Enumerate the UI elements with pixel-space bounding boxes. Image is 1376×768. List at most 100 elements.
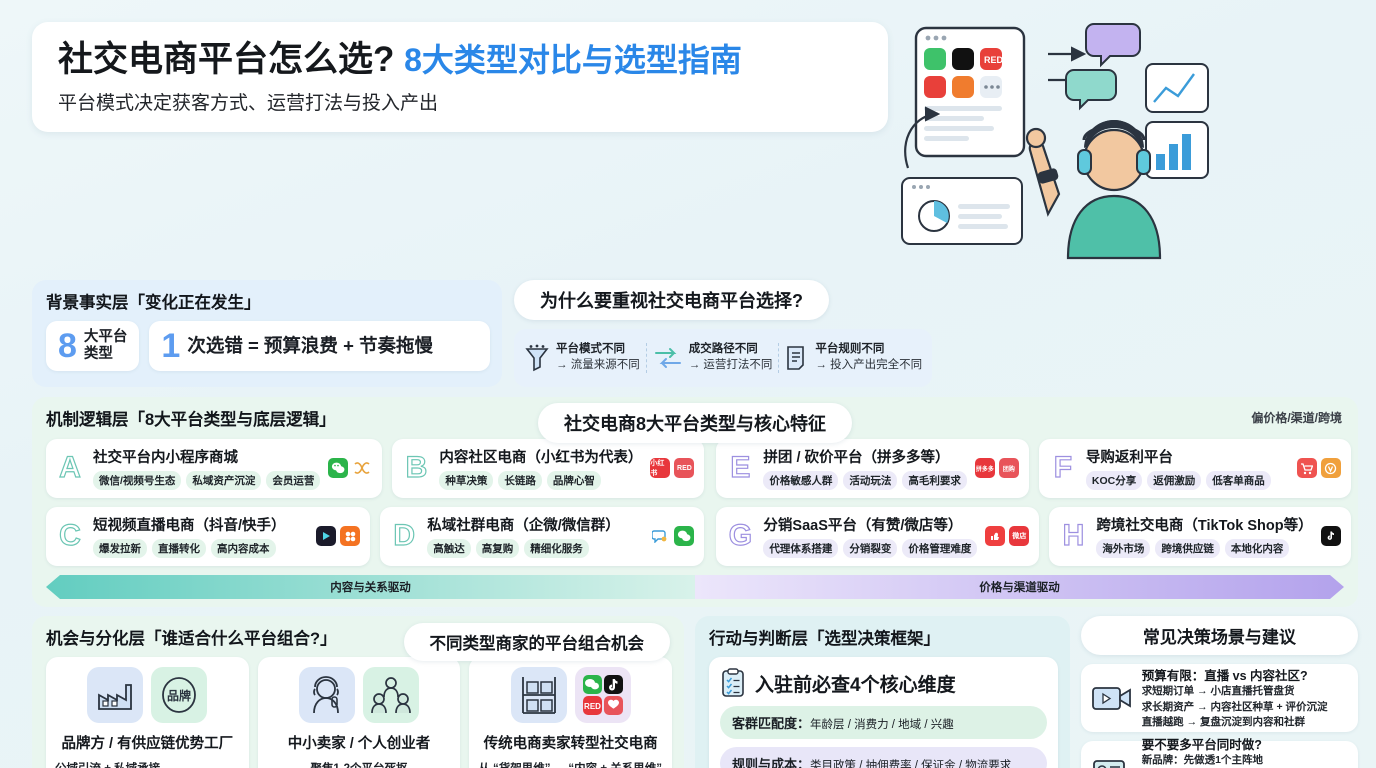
type-tag: 代理体系搭建 [763,539,839,558]
opportunity-card-traditional[interactable]: RED 传统电商卖家转型社交电商 从 “货架思维” → “内容 + 关系思维” … [469,657,673,768]
type-card-d[interactable]: D 私域社群电商（企微/微信群） 高触达 高复购 精细化服务 [380,507,705,566]
action-layer-band: 行动与判断层「选型决策框架」 入驻前必查4个核心维度 客群匹配度：年龄层 / 消… [695,616,1070,768]
scenario-text: 预算有限：直播 vs 内容社区? 求短期订单 → 小店直播托管盘货 求长期资产 … [1142,665,1328,731]
type-title: 私域社群电商（企微/微信群） [427,518,620,534]
type-card-g[interactable]: G 分销SaaS平台（有赞/微店等） 代理体系搭建 分销裂变 价格管理难度 [716,507,1040,566]
types-layer-header: 机制逻辑层「8大平台类型与底层逻辑」 社交电商8大平台类型与核心特征 偏价格/渠… [46,403,1344,443]
why-item-mode: 平台模式不同 → 流量来源不同 [524,342,640,373]
warehouse-icon [510,667,567,723]
why-line2: → 投入产出完全不同 [815,359,923,371]
types-col-price: E 拼团 / 砍价平台（拼多多等） 价格敏感人群 活动玩法 高毛利要求 拼多多 … [716,439,1351,566]
type-icons: 小红书 RED [650,458,695,478]
type-icons [316,526,361,546]
types-layer-band: 机制逻辑层「8大平台类型与底层逻辑」 社交电商8大平台类型与核心特征 偏价格/渠… [32,397,1358,607]
type-tag: KOC分享 [1085,471,1143,490]
community-icon [363,667,419,723]
opportunity-card-title: 品牌方 / 有供应链优势工厂 [61,736,234,752]
opportunity-card-smb[interactable]: 中小卖家 / 个人创业者 聚焦1-2个平台死抠 擅长镜头 → 抖音/快手直播 擅… [257,657,461,768]
background-stats: 8 大平台 类型 1 次选错 = 预算浪费 + 节奏拖慢 [46,321,490,372]
type-tag: 会员运营 [266,471,321,490]
line: 新品牌：先做透1个主阵地 [1141,754,1264,766]
type-tag: 品牌心智 [546,471,601,490]
type-card-a[interactable]: A 社交平台内小程序商城 微信/视频号生态 私域资产沉淀 会员运营 [46,439,383,498]
platform-grid-icon: RED [574,667,631,723]
why-section: 为什么要重视社交电商平台选择? 平台模式不同 → 流量来源不同 [514,280,933,387]
dimension-value: 年龄层 / 消费力 / 地域 / 兴趣 [810,719,954,731]
page-subtitle: 平台模式决定获客方式、运营打法与投入产出 [58,92,439,114]
type-tag: 价格敏感人群 [763,471,839,490]
why-line1: 成交路径不同 [688,343,758,356]
type-icons: 拼多多 团购 [974,458,1019,478]
type-card-c[interactable]: C 短视频直播电商（抖音/快手） 爆发拉新 直播转化 高内容成本 [46,507,371,566]
scenarios-column: 常见决策场景与建议 预算有限：直播 vs 内容社区? 求短期订单 → 小店直播托… [1080,616,1358,768]
type-card-f[interactable]: F 导购返利平台 KOC分享 返佣激励 低客单商品 [1038,439,1351,498]
video-camera-icon [1091,681,1133,715]
type-title: 拼团 / 砍价平台（拼多多等） [763,450,950,466]
action-card-header: 入驻前必查4个核心维度 [720,668,1047,698]
type-card-h[interactable]: H 跨境社交电商（TikTok Shop等） 海外市场 跨境供应链 本地化内容 [1049,507,1351,566]
drivers-arrow-bar: 内容与关系驱动 价格与渠道驱动 [46,575,1344,599]
opportunity-icons: RED [510,667,631,723]
type-icons [650,526,695,546]
scenario-lines: 新品牌：先做透1个主阵地 成熟品牌：1个主阵地 + 若干补充渠道 关键：平台分工… [1142,753,1348,768]
type-letter: G [728,519,753,552]
type-letter: F [1053,451,1073,484]
clipboard-checklist-icon [720,668,746,698]
scenario-card-budget[interactable]: 预算有限：直播 vs 内容社区? 求短期订单 → 小店直播托管盘货 求长期资产 … [1080,664,1358,732]
type-tags: 代理体系搭建 分销裂变 价格管理难度 [763,539,978,558]
type-card-e[interactable]: E 拼团 / 砍价平台（拼多多等） 价格敏感人群 活动玩法 高毛利要求 拼多多 … [716,439,1029,498]
title-main-text: 社交电商平台怎么选? [58,40,395,79]
title-accent-text: 8大类型对比与选型指南 [404,42,742,78]
background-layer-title: 背景事实层「变化正在发生」 [46,294,261,312]
opportunity-card-title: 中小卖家 / 个人创业者 [287,736,431,752]
type-tag: 返佣激励 [1147,471,1202,490]
stat-label: 大平台 类型 [84,329,128,363]
type-tag: 跨境供应链 [1155,539,1220,558]
swap-arrows-icon [653,345,683,371]
stat-card-types: 8 大平台 类型 [46,321,140,372]
line: 从 “货架思维” → “内容 + 关系思维” [478,760,663,768]
scenario-title: 预算有限：直播 vs 内容社区? [1141,668,1308,683]
type-tags: 海外市场 跨境供应链 本地化内容 [1096,539,1312,558]
multi-platform-icon [1091,758,1133,768]
red-note-icon: 小红书 [650,458,671,478]
type-tags: 爆发拉新 直播转化 高内容成本 [93,539,308,558]
types-grid: A 社交平台内小程序商城 微信/视频号生态 私域资产沉淀 会员运营 [46,439,1351,566]
type-tags: KOC分享 返佣激励 低客单商品 [1085,471,1289,490]
type-title: 跨境社交电商（TikTok Shop等） [1096,518,1313,534]
brand-badge-icon: 品牌 [151,667,208,723]
action-layer-title: 行动与判断层「选型决策框架」 [709,630,940,648]
header-row: 社交电商平台怎么选? 8大类型对比与选型指南 平台模式决定获客方式、运营打法与投… [0,0,1376,266]
scenario-card-multiplatform[interactable]: 要不要多平台同时做? 新品牌：先做透1个主阵地 成熟品牌：1个主阵地 + 若干补… [1080,738,1358,768]
factory-icon [87,667,144,723]
why-line1: 平台模式不同 [556,343,625,356]
group-buy-icon: 团购 [998,458,1019,478]
type-title: 分销SaaS平台（有赞/微店等） [763,518,963,534]
type-tag: 高触达 [427,539,471,558]
type-tags: 价格敏感人群 活动玩法 高毛利要求 [763,471,967,490]
bottom-row: 机会与分化层「谁适合什么平台组合?」 不同类型商家的平台组合机会 品牌 品牌方 … [32,616,1358,768]
type-tag: 分销裂变 [843,539,898,558]
why-divider [778,343,780,373]
types-pill-title: 社交电商8大平台类型与核心特征 [537,403,853,443]
types-hint-right: 偏价格/渠道/跨境 [1251,411,1342,425]
opportunity-card-lines: 公域引流 + 私域承接 短视频/直播 + 内容社区 → 拉新 小程序商城 + 社… [55,760,240,768]
scenario-lines: 求短期订单 → 小店直播托管盘货 求长期资产 → 内容社区种草 + 评价沉淀 直… [1142,684,1328,731]
pinduoduo-icon: 拼多多 [974,458,995,478]
type-letter: A [59,451,82,484]
type-card-b[interactable]: B 内容社区电商（小红书为代表） 种草决策 长链路 品牌心智 小红书 RED [392,439,705,498]
type-tags: 种草决策 长链路 品牌心智 [439,471,642,490]
opportunity-card-brand[interactable]: 品牌 品牌方 / 有供应链优势工厂 公域引流 + 私域承接 短视频/直播 + 内… [46,657,249,768]
why-item-text: 平台模式不同 → 流量来源不同 [556,342,640,373]
opportunity-card-lines: 聚焦1-2个平台死抠 擅长镜头 → 抖音/快手直播 擅长内容 → 小红书 / 导… [267,760,452,768]
opportunity-layer-band: 机会与分化层「谁适合什么平台组合?」 不同类型商家的平台组合机会 品牌 品牌方 … [32,616,684,768]
opportunity-card-title: 传统电商卖家转型社交电商 [483,736,658,752]
red-app-icon: RED [674,458,695,478]
wechat-work-icon [674,526,695,546]
line: 求短期订单 → 小店直播托管盘货 [1141,684,1295,697]
dimension-value: 类目政策 / 抽佣费率 / 保证金 / 物流要求 [810,760,1012,768]
why-item-path: 成交路径不同 → 运营打法不同 [653,342,772,373]
scenario-title: 要不要多平台同时做? [1141,738,1262,752]
why-line1: 平台规则不同 [815,343,885,356]
